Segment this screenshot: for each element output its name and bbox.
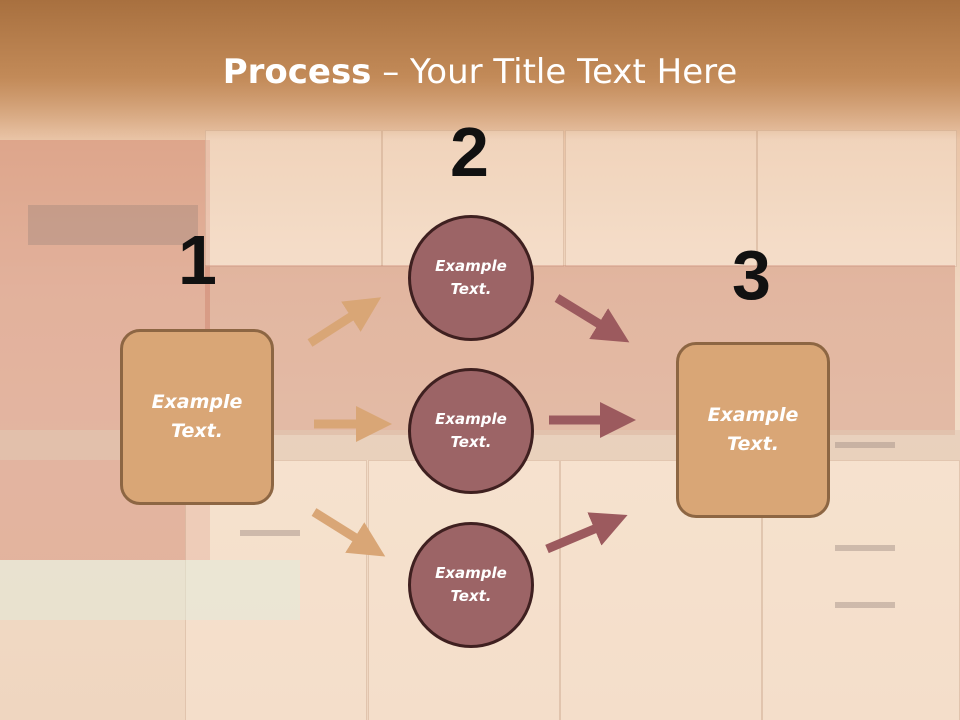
title-rest: – Your Title Text Here	[371, 52, 738, 92]
background-handle	[835, 442, 895, 448]
background-cabinet	[757, 130, 957, 267]
step-3-label: Example Text.	[707, 404, 799, 455]
background-hood	[28, 205, 198, 245]
arrow-1-to-top	[307, 297, 382, 347]
step-2-circle-top[interactable]: Example Text.	[408, 215, 534, 341]
step-number-3: 3	[732, 236, 771, 314]
step-2-circle-middle[interactable]: Example Text.	[408, 368, 534, 494]
step-2-circle-bottom[interactable]: Example Text.	[408, 522, 534, 648]
arrow-bottom-to-3	[545, 512, 628, 554]
step-number-2: 2	[450, 113, 489, 191]
arrow-1-to-bottom	[311, 508, 386, 557]
title-bold: Process	[222, 52, 372, 92]
background-backsplash	[205, 265, 955, 435]
step-1-box[interactable]: Example Text.	[120, 329, 274, 505]
title-band	[0, 0, 960, 140]
step-3-box[interactable]: Example Text.	[676, 342, 830, 518]
slide-title: Process – Your Title Text Here	[0, 52, 960, 92]
background-cabinet	[205, 130, 382, 267]
background-handle	[240, 530, 300, 536]
step-1-label: Example Text.	[151, 391, 243, 442]
background-handle	[835, 545, 895, 551]
background-cabinet	[565, 130, 757, 267]
background-table	[0, 560, 300, 620]
circle-top-label: Example Text.	[435, 257, 507, 298]
arrow-top-to-3	[554, 294, 630, 343]
background-handle	[835, 602, 895, 608]
step-number-1: 1	[178, 221, 217, 299]
circle-bottom-label: Example Text.	[435, 564, 507, 605]
circle-middle-label: Example Text.	[435, 410, 507, 451]
